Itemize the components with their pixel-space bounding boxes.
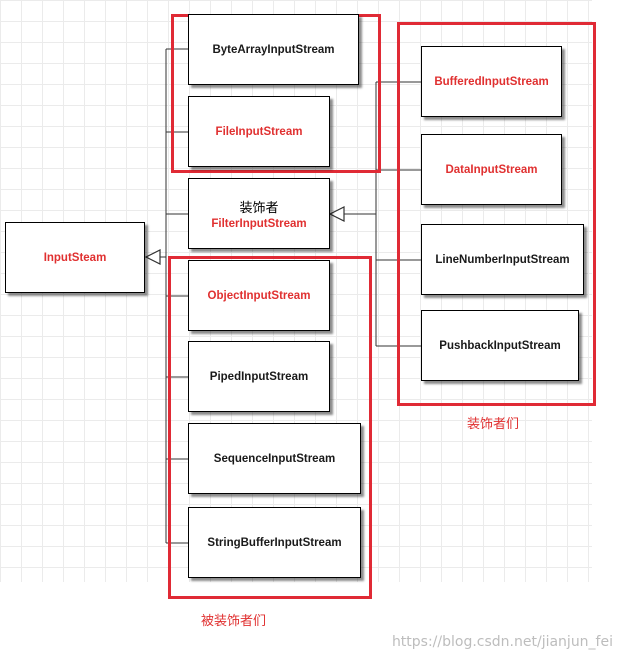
node-label: InputSteam	[43, 251, 107, 264]
node-label: StringBufferInputStream	[207, 536, 342, 549]
node-label: BufferedInputStream	[434, 75, 549, 88]
node-datainputstream: DataInputStream	[421, 134, 562, 205]
node-sublabel: 装饰者	[239, 200, 279, 215]
node-label: DataInputStream	[445, 163, 538, 176]
inheritance-arrowhead	[328, 206, 345, 222]
node-inputsteam: InputSteam	[5, 222, 145, 293]
node-label: PushbackInputStream	[439, 339, 561, 352]
caption-decorators: 装饰者们	[467, 416, 520, 431]
node-label: FilterInputStream	[211, 218, 307, 230]
node-bytearrayinputstream: ByteArrayInputStream	[188, 14, 359, 85]
node-sequenceinputstream: SequenceInputStream	[188, 423, 361, 494]
decorators-box	[397, 22, 596, 406]
node-label: ObjectInputStream	[207, 289, 311, 302]
node-label: LineNumberInputStream	[435, 253, 570, 266]
node-pipedinputstream: PipedInputStream	[188, 341, 330, 412]
inheritance-arrowhead	[144, 249, 161, 265]
node-label: SequenceInputStream	[213, 452, 336, 465]
node-pushbackinputstream: PushbackInputStream	[421, 310, 579, 381]
node-filterinputstream: 装饰者 FilterInputStream	[188, 178, 330, 249]
node-stringbufferinputstream: StringBufferInputStream	[188, 507, 361, 578]
node-bufferedinputstream: BufferedInputStream	[421, 46, 562, 117]
node-label: PipedInputStream	[209, 370, 309, 383]
node-linenumberinputstream: LineNumberInputStream	[421, 224, 584, 295]
node-label: ByteArrayInputStream	[212, 43, 335, 56]
watermark: https://blog.csdn.net/jianjun_fei	[391, 634, 613, 650]
node-label: FileInputStream	[215, 125, 303, 138]
node-objectinputstream: ObjectInputStream	[188, 260, 330, 331]
caption-decorated: 被装饰者们	[201, 613, 267, 628]
decorated-streams-box	[168, 256, 372, 599]
node-fileinputstream: FileInputStream	[188, 96, 330, 167]
